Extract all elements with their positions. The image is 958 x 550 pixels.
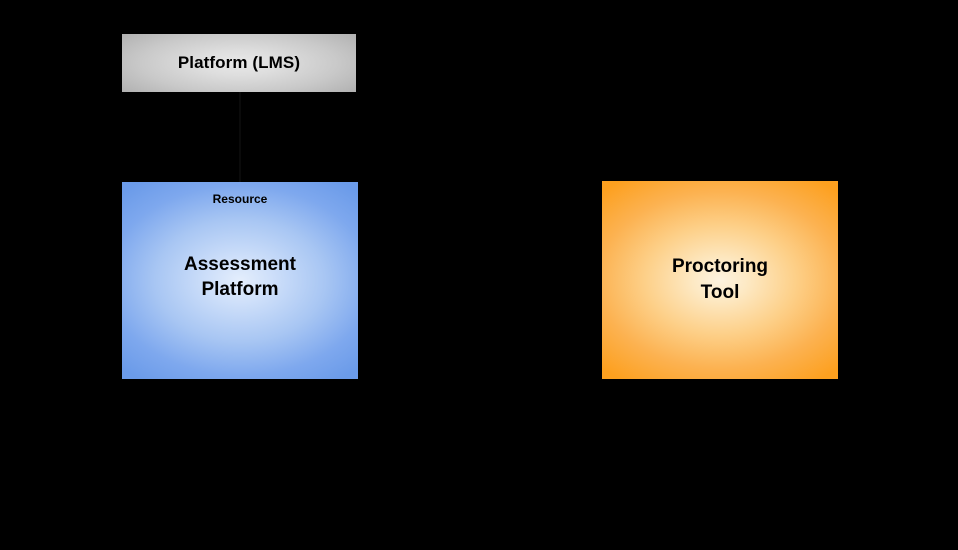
connector-platform-to-assessment bbox=[239, 92, 241, 184]
node-assessment-platform[interactable]: Resource Assessment Platform bbox=[122, 182, 358, 379]
node-platform-lms[interactable]: Platform (LMS) bbox=[122, 34, 356, 92]
node-assessment-platform-title-line2: Platform bbox=[201, 279, 279, 301]
node-proctoring-tool-title-line2: Tool bbox=[700, 282, 740, 303]
node-proctoring-tool-title: Proctoring Tool bbox=[672, 254, 768, 305]
node-assessment-platform-resource-label: Resource bbox=[212, 192, 268, 206]
node-assessment-platform-title-line1: Assessment bbox=[184, 253, 296, 275]
node-proctoring-tool-title-line1: Proctoring bbox=[671, 256, 769, 278]
node-assessment-platform-title: Assessment Platform bbox=[184, 252, 296, 303]
node-proctoring-tool[interactable]: Proctoring Tool bbox=[602, 181, 838, 379]
node-platform-lms-title: Platform (LMS) bbox=[177, 53, 301, 73]
